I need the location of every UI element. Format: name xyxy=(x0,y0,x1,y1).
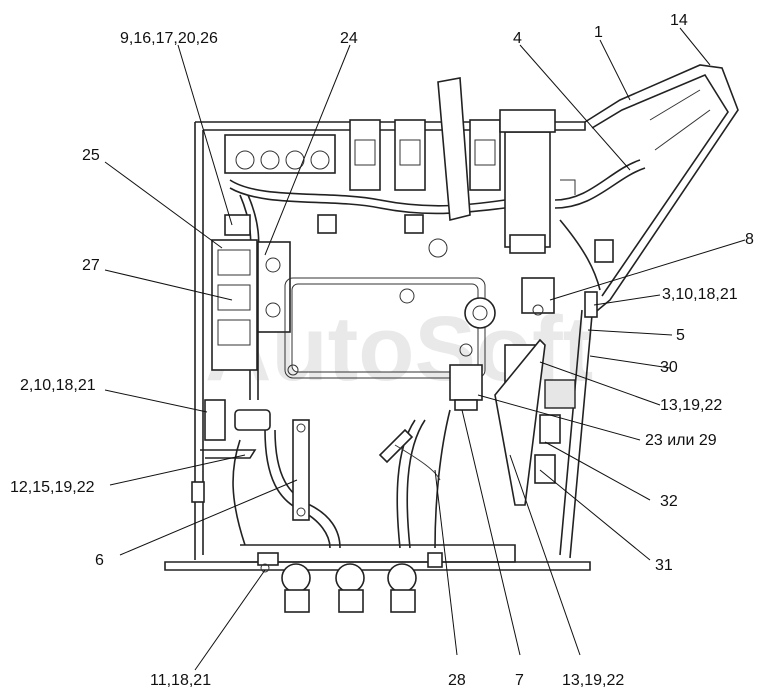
callout-25: 25 xyxy=(82,147,100,164)
cable-duct xyxy=(437,77,471,222)
callout-7: 7 xyxy=(515,672,524,689)
callout-27: 27 xyxy=(82,257,100,274)
callout-14: 14 xyxy=(670,12,688,29)
callout-11-18-21: 11,18,21 xyxy=(150,672,211,689)
callout-13-19-22-a: 13,19,22 xyxy=(660,397,722,414)
bottom-connectors xyxy=(257,552,443,613)
central-plate xyxy=(284,214,496,379)
callout-31: 31 xyxy=(655,557,673,574)
top-switch-block xyxy=(224,109,576,254)
callout-5: 5 xyxy=(676,327,685,344)
switch-7 xyxy=(449,343,483,411)
leader-lines xyxy=(104,27,746,671)
callout-1: 1 xyxy=(594,24,603,41)
callout-4: 4 xyxy=(513,30,522,47)
callouts: 9,16,17,20,26 24 4 1 14 25 27 8 3,10,18,… xyxy=(10,12,754,689)
callout-28: 28 xyxy=(448,672,466,689)
cable-tie-28 xyxy=(378,428,441,481)
left-mounts xyxy=(191,399,271,503)
enclosure xyxy=(164,64,739,571)
callout-6: 6 xyxy=(95,552,104,569)
callout-30: 30 xyxy=(660,359,678,376)
callout-13-19-22-b: 13,19,22 xyxy=(562,672,624,689)
callout-24: 24 xyxy=(340,30,358,47)
circuit-board xyxy=(494,338,576,506)
clamp-6 xyxy=(292,419,310,521)
callout-9-16-17-20-26: 9,16,17,20,26 xyxy=(120,30,218,47)
callout-23-or-29: 23 или 29 xyxy=(645,432,717,449)
callout-2-10-18-21: 2,10,18,21 xyxy=(20,377,96,394)
callout-3-10-18-21: 3,10,18,21 xyxy=(662,286,738,303)
callout-32: 32 xyxy=(660,493,678,510)
callout-8: 8 xyxy=(745,231,754,248)
callout-12-15-19-22: 12,15,19,22 xyxy=(10,479,95,496)
